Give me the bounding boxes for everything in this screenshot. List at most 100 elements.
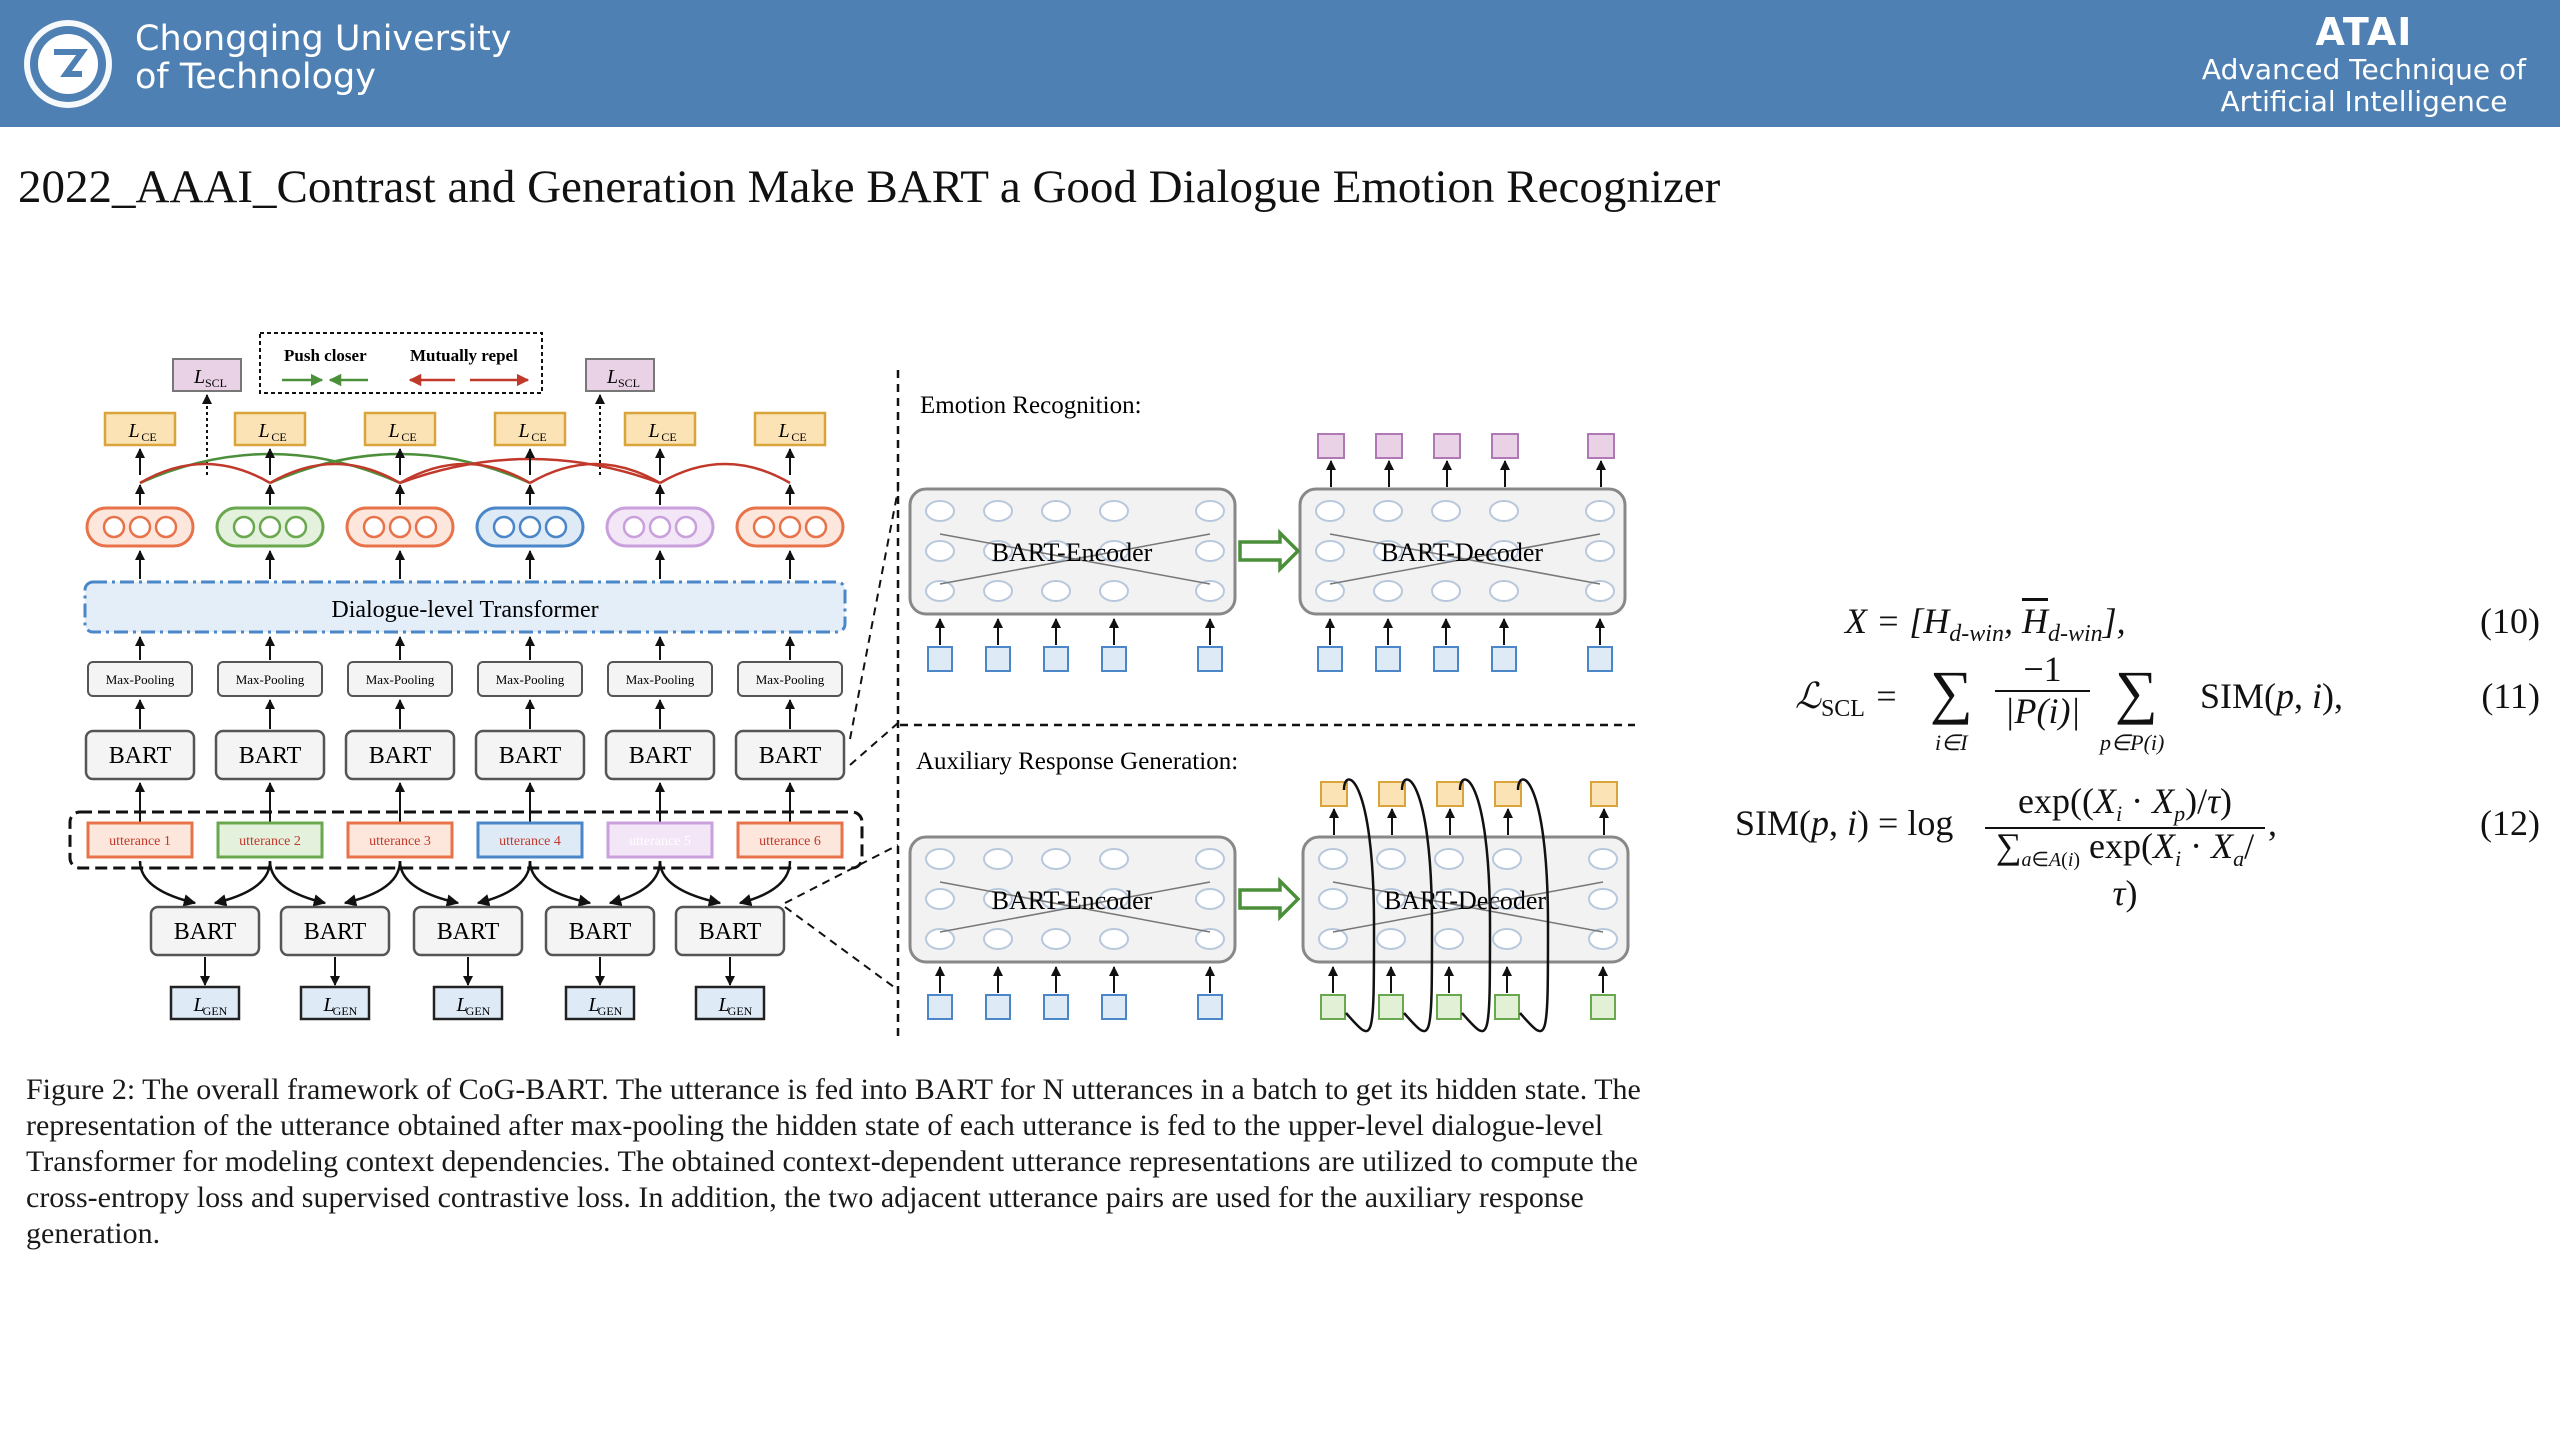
legend-repel-label: Mutually repel xyxy=(410,346,518,365)
ce-loss-symbol-4: L xyxy=(517,420,529,442)
er-encoder-node-3-1 xyxy=(1041,500,1071,522)
gen-bart-box-3 xyxy=(412,905,524,957)
er-encoder-node-5-1 xyxy=(1195,500,1225,522)
utterance-box-3 xyxy=(346,821,454,859)
hidden-node-4-3 xyxy=(544,515,568,539)
bart-box-1 xyxy=(84,729,196,781)
er-encoder-node-4-1 xyxy=(1099,500,1129,522)
arg-decoder-input-square-1 xyxy=(1320,994,1346,1020)
arg-decoder-output-square-1 xyxy=(1320,781,1348,807)
gen-loss-sub-1: GEN xyxy=(203,1004,228,1018)
er-decoder-output-square-3 xyxy=(1433,433,1461,459)
arg-decoder-node-4-2 xyxy=(1492,888,1522,910)
atai-title: ATAI xyxy=(2315,10,2413,54)
er-encoder-node-3-2 xyxy=(1041,540,1071,562)
utterance-label-6: utterance 6 xyxy=(759,834,821,849)
gen-loss-symbol-5: L xyxy=(717,994,729,1016)
arg-encoder-node-4-2 xyxy=(1099,888,1129,910)
header-banner: Chongqing University of Technology ATAI … xyxy=(0,0,2560,127)
er-decoder-node-4-2 xyxy=(1489,540,1519,562)
er-connector-arrow xyxy=(1238,528,1301,574)
utterance-box-1 xyxy=(86,821,194,859)
er-encoder-node-1-2 xyxy=(925,540,955,562)
dialogue-transformer: Dialogue-level Transformer xyxy=(83,580,847,634)
scl-loss-right: L SCL xyxy=(585,358,655,392)
arg-decoder-node-3-1 xyxy=(1434,848,1464,870)
eq12-number: (12) xyxy=(2480,803,2540,843)
er-decoder-output-square-2 xyxy=(1375,433,1403,459)
utterance-box-5 xyxy=(606,821,714,859)
er-decoder-node-2-1 xyxy=(1373,500,1403,522)
bart-label-6: BART xyxy=(759,743,822,769)
arg-decoder-node-4-3 xyxy=(1492,928,1522,950)
university-line-2: of Technology xyxy=(135,57,376,97)
er-decoder-node-3-2 xyxy=(1431,540,1461,562)
maxpool-box-4 xyxy=(477,661,583,697)
gen-loss-box-4 xyxy=(564,985,636,1021)
arg-decoder-input-square-2 xyxy=(1378,994,1404,1020)
gen-input-a-5 xyxy=(658,860,722,907)
bart-box-5 xyxy=(604,729,716,781)
hidden-node-6-2 xyxy=(778,515,802,539)
bart-box-4 xyxy=(474,729,586,781)
er-encoder-node-1-3 xyxy=(925,580,955,602)
atai-line-1: Advanced Technique of xyxy=(2201,53,2526,86)
gen-bart-box-1 xyxy=(149,905,261,957)
hidden-node-5-3 xyxy=(674,515,698,539)
er-decoder-node-1-1 xyxy=(1315,500,1345,522)
er-encoder-input-square-1 xyxy=(927,646,953,672)
er-decoder-node-2-3 xyxy=(1373,580,1403,602)
gen-bart-label-1: BART xyxy=(174,919,237,945)
gen-loss-symbol-2: L xyxy=(322,994,334,1016)
ce-loss-box-4 xyxy=(493,411,567,447)
scl-loss-left: L SCL xyxy=(172,358,242,392)
hidden-node-3-2 xyxy=(388,515,412,539)
scl-right-symbol: L xyxy=(606,366,618,388)
arg-encoder-label: BART-Encoder xyxy=(992,886,1153,915)
arg-decoder-output-square-2 xyxy=(1378,781,1406,807)
utterance-label-3: utterance 3 xyxy=(369,834,431,849)
maxpool-label-2: Max-Pooling xyxy=(236,672,305,687)
gen-loss-box-5 xyxy=(694,985,766,1021)
arg-encoder-node-2-3 xyxy=(983,928,1013,950)
hidden-node-3-1 xyxy=(362,515,386,539)
er-decoder-output-square-4 xyxy=(1491,433,1519,459)
er-decoder-node-5-1 xyxy=(1585,500,1615,522)
ce-loss-symbol-3: L xyxy=(387,420,399,442)
arg-connector-arrow xyxy=(1238,876,1301,922)
legend-push-label: Push closer xyxy=(284,346,367,365)
arg-decoder-node-4-1 xyxy=(1492,848,1522,870)
gen-loss-sub-5: GEN xyxy=(728,1004,753,1018)
arg-encoder-node-3-2 xyxy=(1041,888,1071,910)
ce-loss-symbol-5: L xyxy=(647,420,659,442)
arg-decoder-node-2-3 xyxy=(1376,928,1406,950)
arg-loop-4 xyxy=(1516,778,1550,1033)
bart-label-2: BART xyxy=(239,743,302,769)
er-decoder-input-square-2 xyxy=(1375,646,1401,672)
figure-caption: Figure 2: The overall framework of CoG-B… xyxy=(26,1073,1641,1250)
hidden-node-5-2 xyxy=(648,515,672,539)
hidden-node-3-3 xyxy=(414,515,438,539)
maxpool-box-3 xyxy=(347,661,453,697)
er-decoder-input-square-3 xyxy=(1433,646,1459,672)
arg-encoder-node-1-1 xyxy=(925,848,955,870)
maxpool-label-1: Max-Pooling xyxy=(106,672,175,687)
arg-encoder-node-5-2 xyxy=(1195,888,1225,910)
utterance-box-6 xyxy=(736,821,844,859)
zoom-line-upper-2 xyxy=(849,722,899,766)
hidden-node-2-3 xyxy=(284,515,308,539)
eq10-number: (10) xyxy=(2480,601,2540,641)
arg-encoder-input-square-2 xyxy=(985,994,1011,1020)
slide-title: 2022_AAAI_Contrast and Generation Make B… xyxy=(18,161,1721,213)
er-decoder-label: BART-Decoder xyxy=(1381,538,1543,567)
hidden-node-6-1 xyxy=(752,515,776,539)
er-encoder-input-square-3 xyxy=(1043,646,1069,672)
eq12-numerator: exp((Xi · Xp)/τ) xyxy=(1985,780,2265,830)
gen-input-b-3 xyxy=(476,860,532,907)
arg-encoder-node-4-1 xyxy=(1099,848,1129,870)
er-decoder-input-square-5 xyxy=(1587,646,1613,672)
eq12-comma: , xyxy=(2268,803,2277,843)
er-encoder-node-1-1 xyxy=(925,500,955,522)
ce-loss-symbol-1: L xyxy=(127,420,139,442)
